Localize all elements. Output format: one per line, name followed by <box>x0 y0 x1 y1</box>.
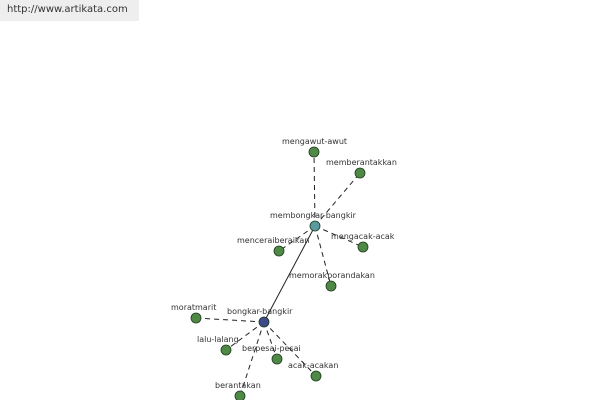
nodes-layer <box>190 146 369 400</box>
node-berpesai-pesai[interactable] <box>271 353 283 365</box>
node-mengacak-acak[interactable] <box>357 241 369 253</box>
edge-membongkar-bangkir-to-bongkar-bangkir <box>263 225 316 323</box>
node-lalu-lalang[interactable] <box>220 344 232 356</box>
edge-membongkar-bangkir-to-mengawut-awut <box>313 151 316 227</box>
node-label-membongkar-bangkir[interactable]: membongkar-bangkir <box>270 211 357 220</box>
node-memorakporandakan[interactable] <box>325 280 337 292</box>
node-label-mengacak-acak[interactable]: mengacak-acak <box>331 232 395 241</box>
node-berantakan[interactable] <box>234 390 246 400</box>
edge-membongkar-bangkir-to-memorakporandakan <box>314 225 332 287</box>
node-label-menceraiberaikan[interactable]: menceraiberaikan <box>237 236 309 245</box>
node-membongkar-bangkir[interactable] <box>309 220 321 232</box>
labels-layer: membongkar-bangkir bongkar-bangkir mengawu… <box>171 137 397 390</box>
node-label-memberantakkan[interactable]: memberantakkan <box>326 158 397 167</box>
node-label-lalu-lalang[interactable]: lalu-lalang <box>197 335 239 344</box>
node-mengawut-awut[interactable] <box>308 146 320 158</box>
node-label-moratmarit[interactable]: moratmarit <box>171 303 216 312</box>
node-label-memorakporandakan[interactable]: memorakporandakan <box>289 271 375 280</box>
edge-bongkar-bangkir-to-acak-acakan <box>263 321 317 377</box>
site-url[interactable]: http://www.artikata.com <box>0 0 139 21</box>
node-acak-acakan[interactable] <box>310 370 322 382</box>
edge-bongkar-bangkir-to-lalu-lalang <box>225 321 265 351</box>
edge-membongkar-bangkir-to-menceraiberaikan <box>278 225 316 252</box>
node-moratmarit[interactable] <box>190 312 202 324</box>
node-label-bongkar-bangkir[interactable]: bongkar-bangkir <box>227 307 293 316</box>
edge-bongkar-bangkir-to-berantakan <box>239 321 265 397</box>
edges-layer <box>195 151 364 397</box>
node-menceraiberaikan[interactable] <box>273 245 285 257</box>
edge-membongkar-bangkir-to-memberantakkan <box>314 172 361 227</box>
edge-bongkar-bangkir-to-moratmarit <box>195 317 265 323</box>
node-label-berpesai-pesai[interactable]: berpesai-pesai <box>242 344 301 353</box>
node-memberantakkan[interactable] <box>354 167 366 179</box>
node-bongkar-bangkir[interactable] <box>258 316 270 328</box>
edge-bongkar-bangkir-to-berpesai-pesai <box>263 321 278 360</box>
node-label-mengawut-awut[interactable]: mengawut-awut <box>282 137 347 146</box>
node-label-berantakan[interactable]: berantakan <box>215 381 261 390</box>
node-label-acak-acakan[interactable]: acak-acakan <box>288 361 338 370</box>
